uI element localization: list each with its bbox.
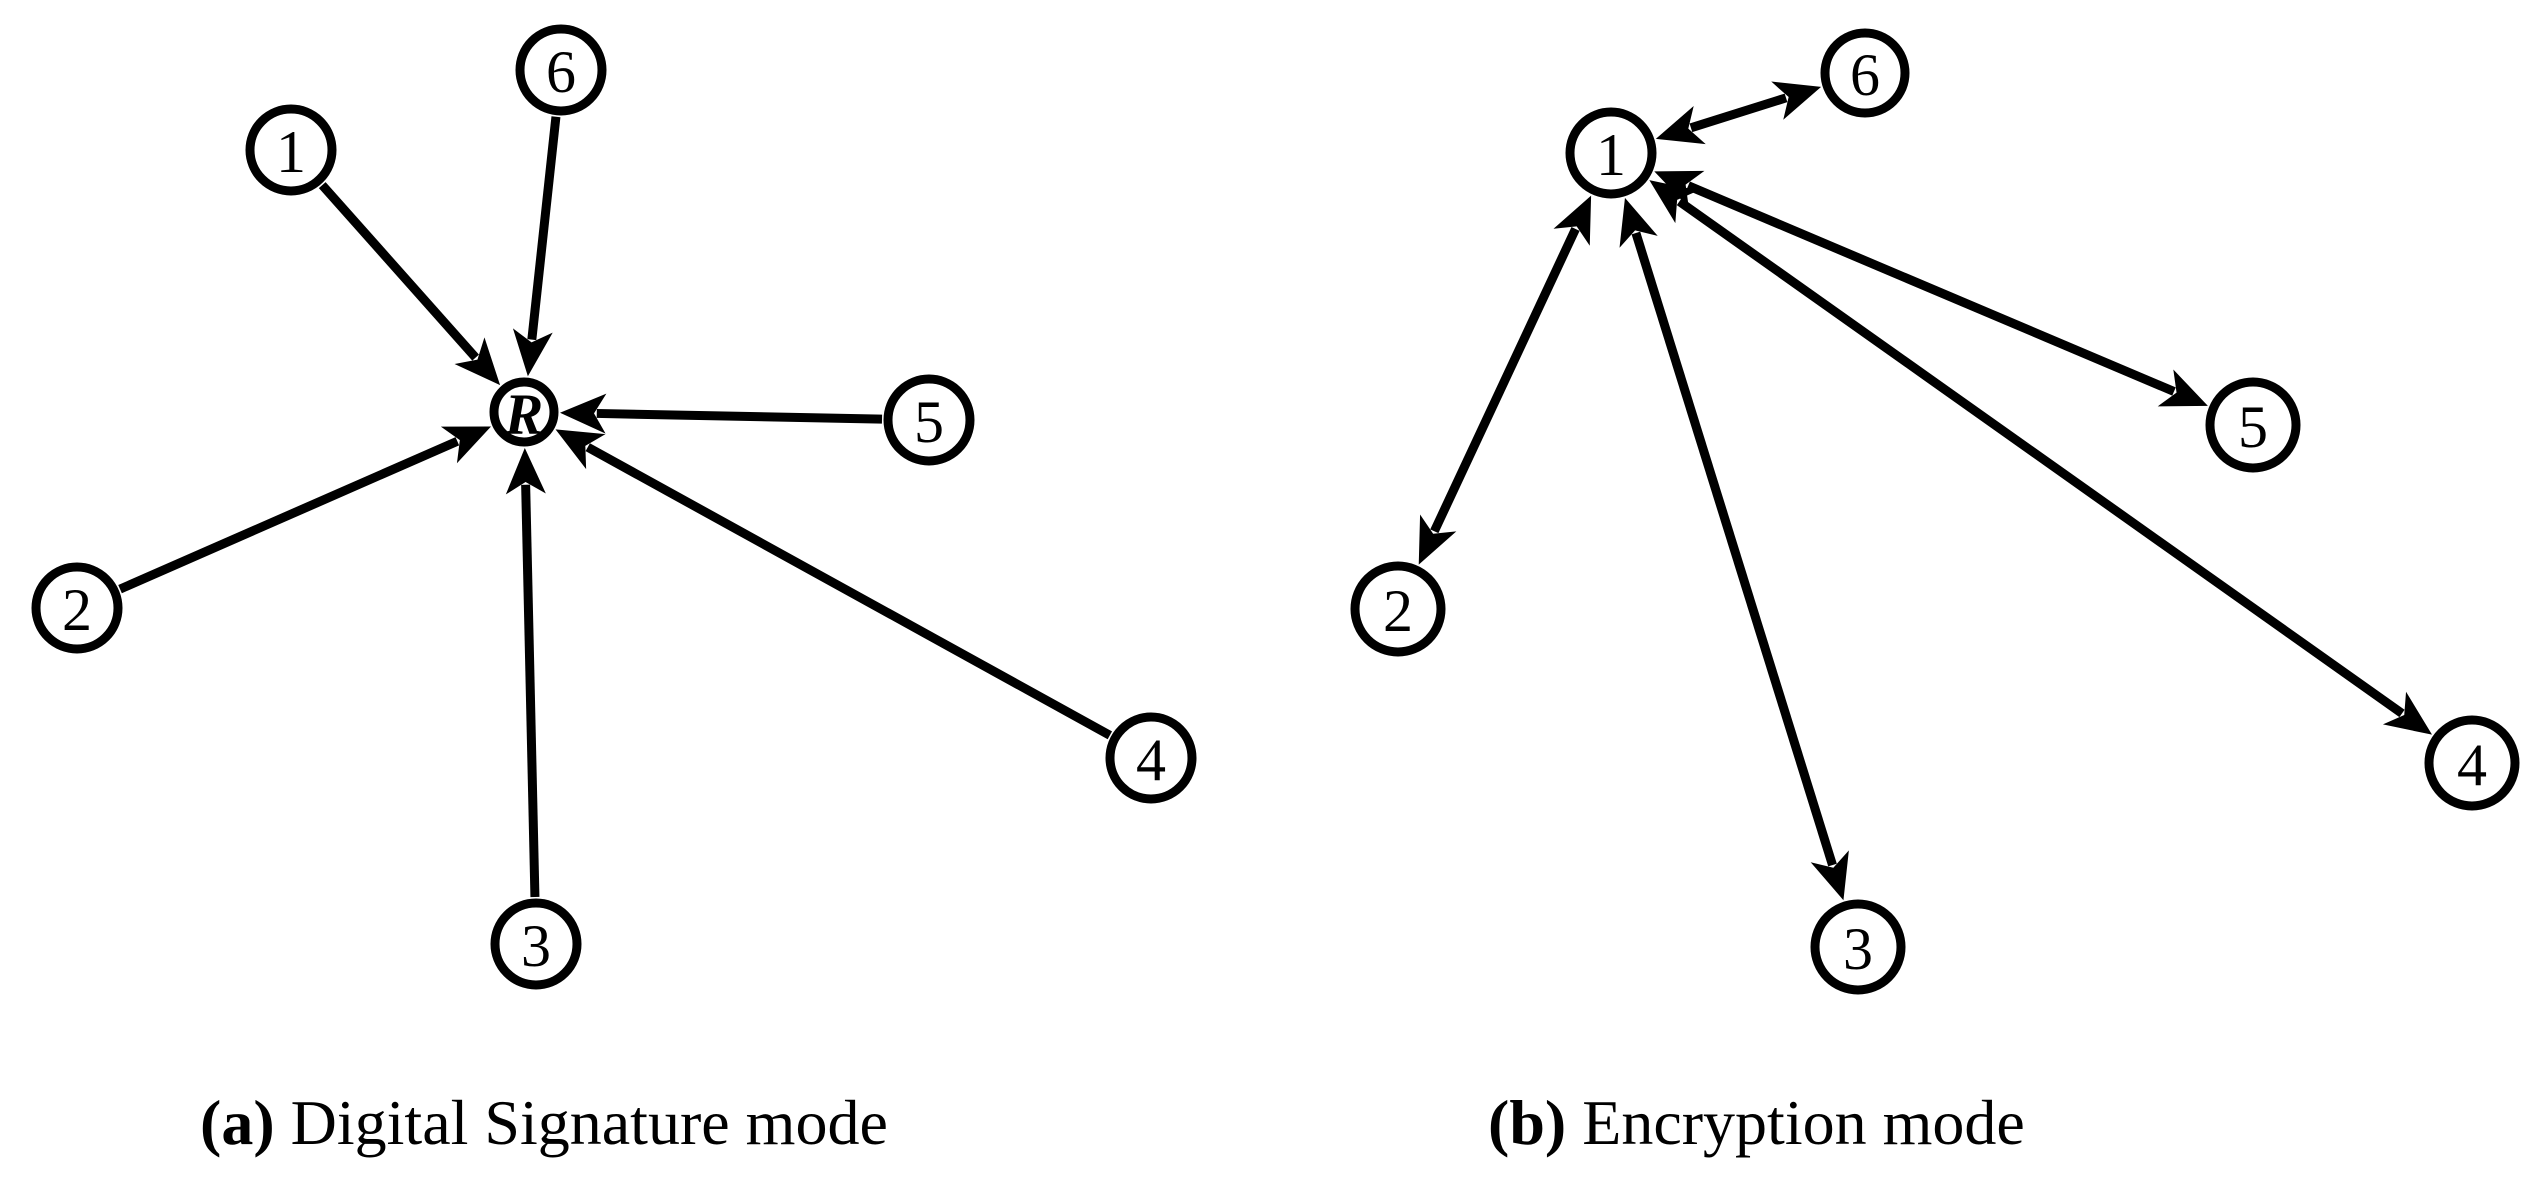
node-a-5[interactable]: 5 xyxy=(883,374,975,466)
caption-b-text: Encryption mode xyxy=(1566,1087,2025,1158)
node-a-2[interactable]: 2 xyxy=(31,562,123,654)
node-b-6[interactable]: 6 xyxy=(1820,28,1910,118)
svg-text:2: 2 xyxy=(1383,578,1413,644)
node-a-3[interactable]: 3 xyxy=(490,898,582,990)
svg-text:5: 5 xyxy=(2238,394,2268,460)
caption-a-tag: (a) xyxy=(200,1087,275,1158)
node-a-6[interactable]: 6 xyxy=(515,24,607,116)
node-a-4[interactable]: 4 xyxy=(1105,712,1197,804)
node-a-R[interactable]: R xyxy=(489,377,559,447)
edge-5-to-R xyxy=(559,393,883,434)
edge-2-to-R xyxy=(118,426,492,594)
caption-panel-b: (b) Encryption mode xyxy=(1488,1087,2025,1158)
panel-a-nodes: R 1 2 3 4 5 6 xyxy=(31,24,1197,990)
node-b-3[interactable]: 3 xyxy=(1810,899,1906,995)
node-b-5[interactable]: 5 xyxy=(2205,377,2301,473)
svg-text:6: 6 xyxy=(546,39,576,105)
svg-text:1: 1 xyxy=(1596,122,1626,188)
svg-text:R: R xyxy=(504,382,544,447)
edge-3-to-R xyxy=(505,447,546,898)
panel-a-group: R 1 2 3 4 5 6 xyxy=(31,24,1197,990)
svg-text:3: 3 xyxy=(521,913,551,979)
node-b-2[interactable]: 2 xyxy=(1350,561,1446,657)
edge-1-to-R xyxy=(318,182,501,386)
caption-a-text: Digital Signature mode xyxy=(274,1087,888,1158)
svg-text:4: 4 xyxy=(2457,732,2487,798)
panel-b-nodes: 1 2 3 4 5 6 xyxy=(1350,28,2520,995)
svg-text:1: 1 xyxy=(276,119,306,185)
edge-6-to-R xyxy=(512,116,561,377)
caption-panel-a: (a) Digital Signature mode xyxy=(200,1087,888,1158)
svg-text:4: 4 xyxy=(1136,727,1166,793)
edge-1-to-2 xyxy=(1418,195,1592,565)
caption-b-tag: (b) xyxy=(1488,1087,1567,1158)
svg-text:6: 6 xyxy=(1850,42,1880,108)
edge-4-to-R xyxy=(555,429,1113,740)
edge-1-to-3 xyxy=(1619,197,1849,901)
svg-text:5: 5 xyxy=(914,389,944,455)
panel-b-group: 1 2 3 4 5 6 xyxy=(1350,28,2520,995)
panel-a-edges xyxy=(118,116,1113,898)
node-b-1[interactable]: 1 xyxy=(1565,107,1657,199)
node-a-1[interactable]: 1 xyxy=(245,104,337,196)
svg-text:2: 2 xyxy=(62,577,92,643)
node-b-4[interactable]: 4 xyxy=(2424,715,2520,811)
svg-text:3: 3 xyxy=(1843,916,1873,982)
edge-1-to-6 xyxy=(1655,81,1822,145)
edge-1-to-5 xyxy=(1654,170,2208,407)
panel-b-edges xyxy=(1418,81,2433,901)
